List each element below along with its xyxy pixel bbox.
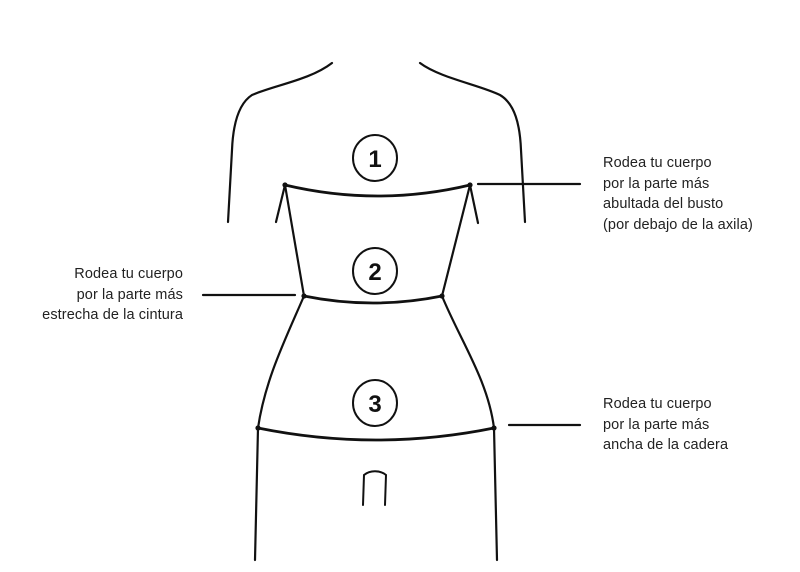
marker-3-circle: [352, 379, 398, 427]
left-hip-outline: [253, 294, 306, 562]
crotch-outline: [362, 470, 388, 506]
right-shoulder-outline: [418, 61, 527, 224]
hip-instruction-line: ancha de la cadera: [603, 437, 729, 453]
right-torso-outline: [440, 183, 472, 298]
bust-instruction: Rodea tu cuerpo por la parte más abultad…: [603, 153, 753, 235]
bust-point-right: [467, 182, 473, 188]
waist-instruction-line: Rodea tu cuerpo: [74, 266, 183, 282]
bust-instruction-line: por la parte más: [603, 175, 710, 192]
bust-instruction-line: (por debajo de la axila): [603, 216, 753, 233]
hip-point-left: [255, 425, 261, 431]
marker-3-number: 3: [368, 391, 381, 418]
waist-point-left: [301, 293, 307, 299]
hip-instruction-line: Rodea tu cuerpo: [603, 396, 712, 412]
hip-point-right: [491, 425, 497, 431]
marker-1-circle: [352, 134, 398, 182]
bust-instruction-line: abultada del busto: [603, 196, 724, 212]
marker-2-circle: [352, 247, 398, 295]
bust-point-left: [282, 182, 288, 188]
hip-measure-line: [256, 426, 496, 442]
left-torso-outline: [283, 183, 306, 298]
bust-measure-line: [283, 183, 472, 198]
waist-instruction-line: estrecha de la cintura: [42, 307, 183, 323]
waist-instruction: Rodea tu cuerpo por la parte más estrech…: [42, 264, 183, 326]
right-arm-gap: [468, 183, 480, 225]
marker-1-number: 1: [368, 146, 381, 173]
marker-2-number: 2: [368, 259, 381, 286]
hip-instruction: Rodea tu cuerpo por la parte más ancha d…: [603, 394, 728, 456]
right-hip-outline: [440, 294, 499, 562]
hip-instruction-line: por la parte más: [603, 416, 710, 433]
waist-point-right: [439, 293, 445, 299]
bust-instruction-line: Rodea tu cuerpo: [603, 155, 712, 171]
left-shoulder-outline: [226, 61, 334, 224]
left-arm-gap: [274, 183, 287, 224]
waist-measure-line: [302, 294, 444, 305]
waist-instruction-line: por la parte más: [76, 286, 183, 303]
